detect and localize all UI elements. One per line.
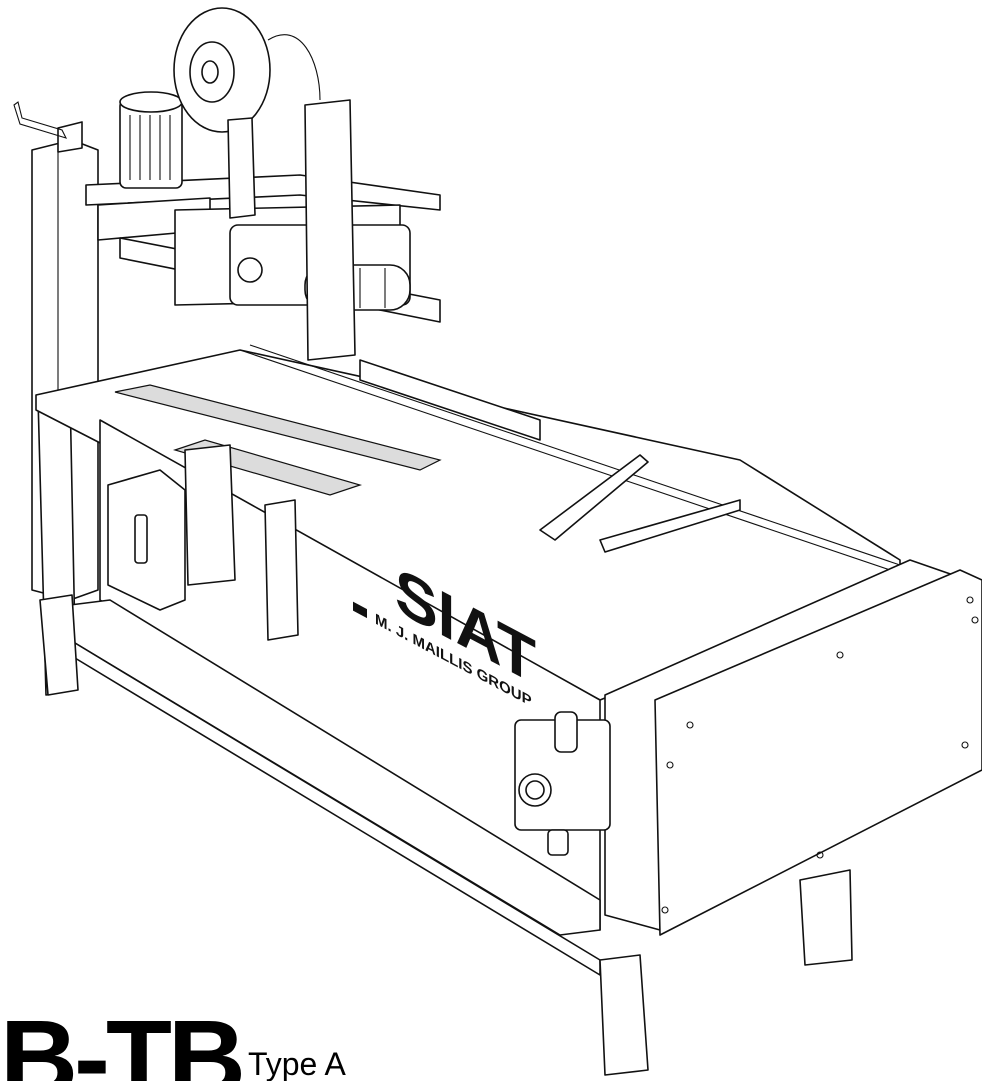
air-regulator <box>514 711 611 856</box>
right-end-panel <box>604 559 982 936</box>
model-name: B-TB <box>0 1000 246 1081</box>
model-type: Type A <box>247 1046 346 1081</box>
top-head-assembly <box>85 7 441 361</box>
front-body <box>39 419 853 1076</box>
